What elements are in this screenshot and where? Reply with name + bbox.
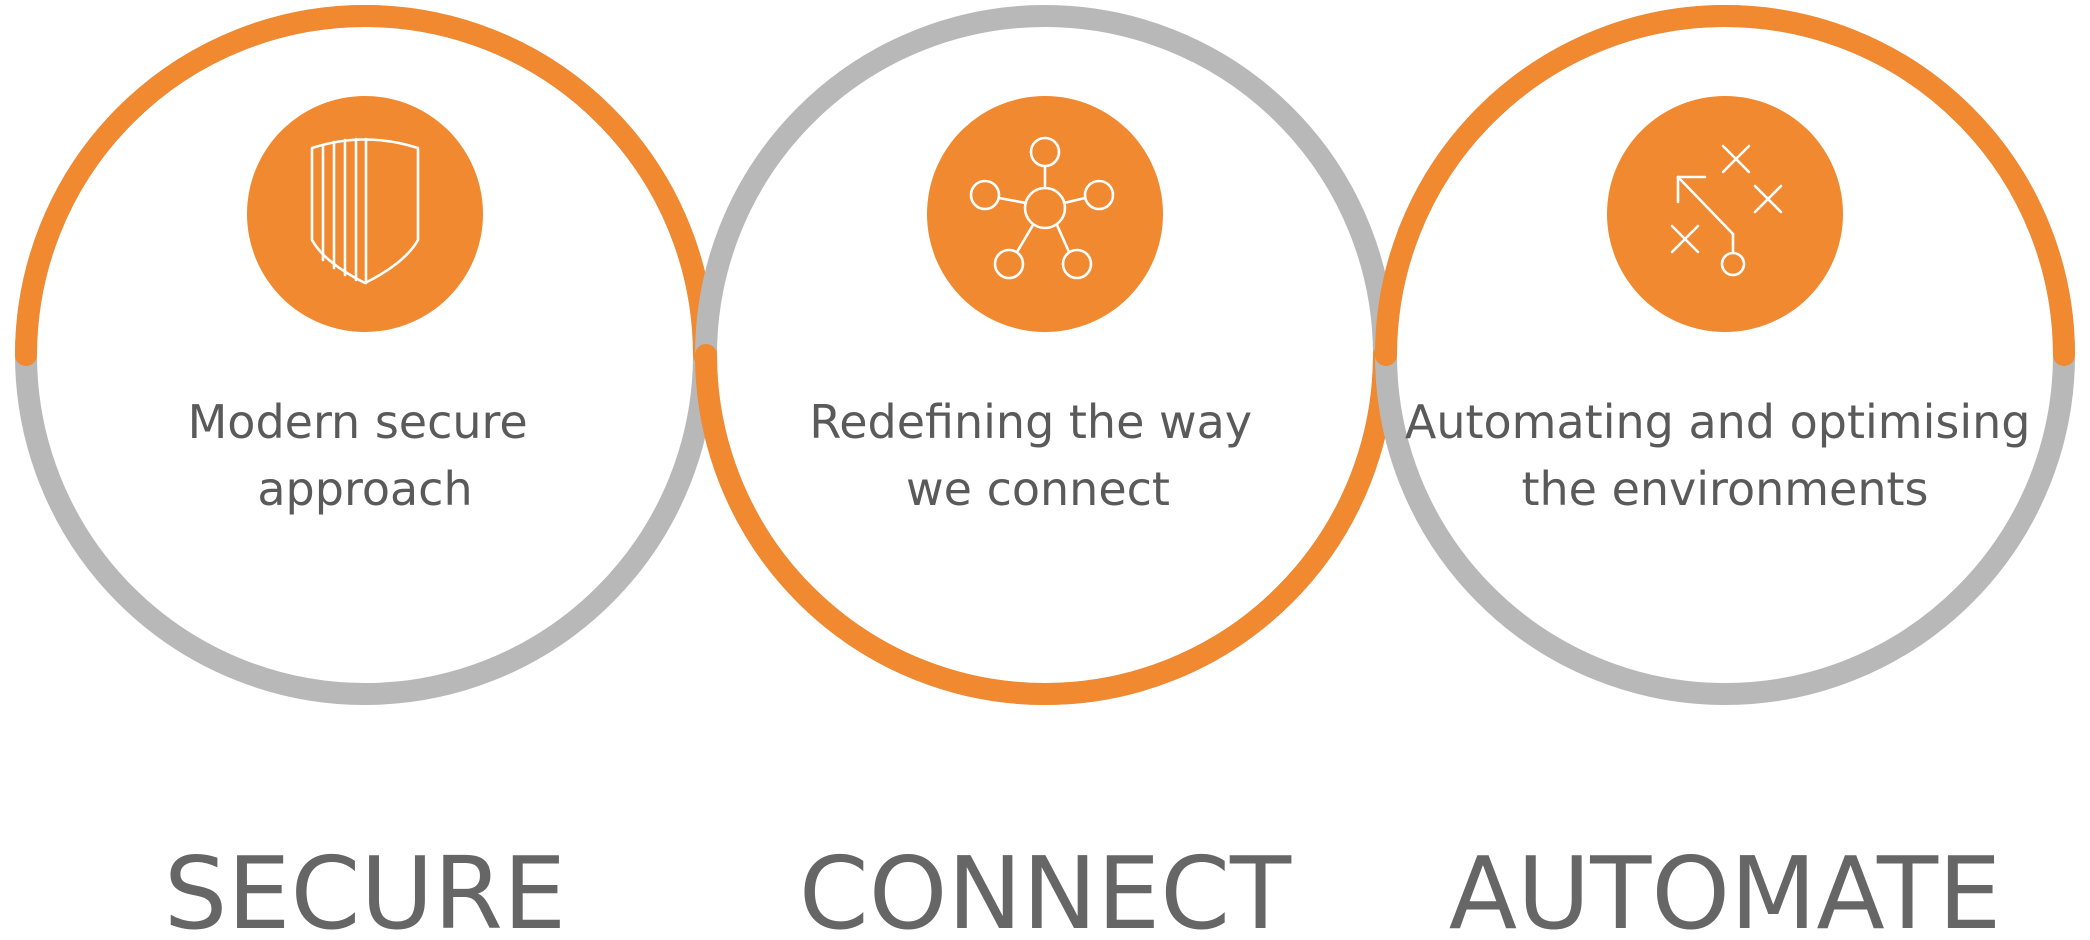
pillar-label: SECURE — [164, 835, 566, 940]
pillar-secure: Modern secure approach SECURE — [15, 5, 715, 940]
icon-badge — [927, 96, 1163, 332]
description-line-1: Redefining the way — [809, 395, 1252, 449]
description-line-2: approach — [257, 462, 472, 516]
pillar-description: Automating and optimising the environmen… — [1405, 395, 2045, 516]
description-line-1: Modern secure — [188, 395, 528, 449]
shield-icon — [310, 137, 420, 285]
pillar-automate: Automating and optimising the environmen… — [1375, 5, 2075, 940]
pillar-label: CONNECT — [799, 835, 1292, 940]
pillar-connect: Redefining the way we connect CONNECT — [695, 5, 1395, 940]
description-line-2: the environments — [1521, 462, 1928, 516]
strategy-icon — [1670, 144, 1783, 277]
description-line-2: we connect — [906, 462, 1170, 516]
ring-arc-orange — [695, 344, 1395, 705]
pillar-description: Modern secure approach — [188, 395, 543, 516]
pillar-label: AUTOMATE — [1449, 835, 2002, 940]
network-icon — [969, 136, 1115, 280]
description-line-1: Automating and optimising — [1405, 395, 2031, 449]
icon-badge — [1607, 96, 1843, 332]
ring-arc-orange — [15, 5, 715, 366]
pillar-description: Redefining the way we connect — [809, 395, 1266, 516]
ring-arc-orange — [1375, 5, 2075, 366]
